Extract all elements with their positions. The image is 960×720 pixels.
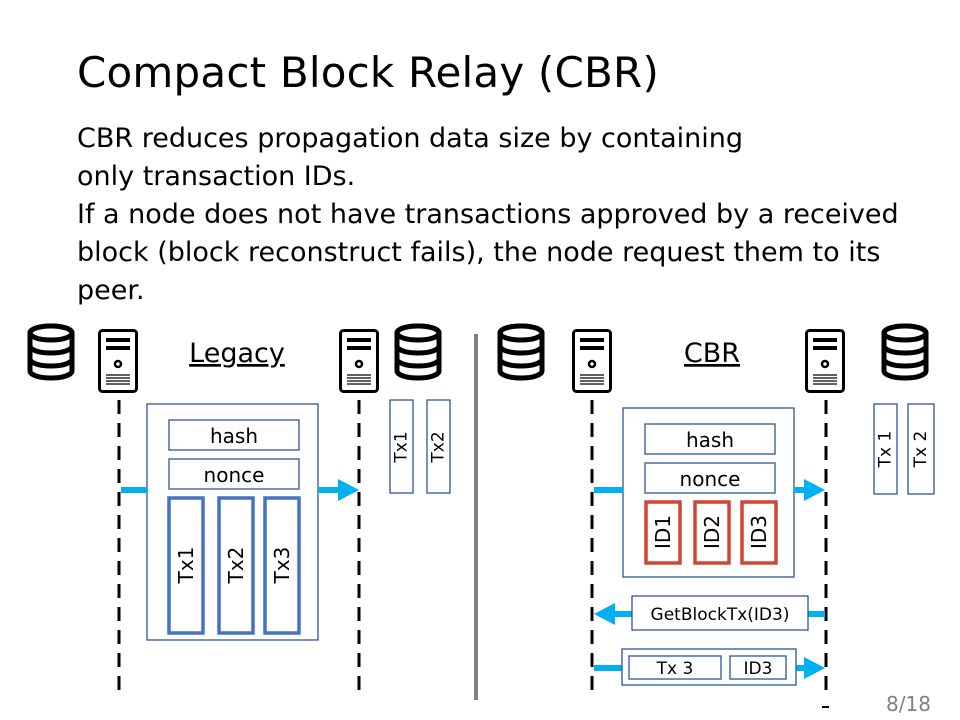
server-icon	[339, 329, 379, 393]
cbr-nonce-field	[644, 462, 776, 494]
response-id-label: ID3	[744, 659, 773, 679]
legacy-tx-label: Tx3	[270, 547, 294, 585]
slide-title: Compact Block Relay (CBR)	[77, 48, 660, 97]
legacy-hash-field	[168, 419, 300, 451]
legacy-tx-label: Tx1	[174, 547, 198, 585]
cbr-receiver-tx-label: Tx 1	[876, 431, 896, 469]
cbr-hash-field	[644, 423, 776, 455]
cbr-heading: CBR	[684, 338, 740, 369]
legacy-receiver-tx	[389, 399, 414, 494]
cbr-receiver-tx	[873, 403, 898, 495]
legacy-tx-box	[263, 496, 301, 635]
response-arrow-head	[804, 657, 825, 679]
database-icon	[30, 326, 72, 378]
server-icon	[805, 329, 845, 393]
response-id-field	[729, 655, 787, 680]
description-line: CBR reduces propagation data size by con…	[77, 123, 744, 154]
description-line: only transaction IDs.	[77, 161, 356, 192]
legacy-tx-box	[217, 496, 255, 635]
database-icon	[397, 326, 439, 378]
response-tx-field	[628, 655, 722, 680]
request-message-box	[631, 595, 809, 631]
legacy-tx-box	[167, 496, 205, 635]
legacy-receiver-tx	[426, 399, 451, 494]
request-message-label: GetBlockTx(ID3)	[651, 605, 790, 625]
cbr-hash-label: hash	[686, 428, 734, 452]
cbr-receiver-tx-label: Tx 2	[911, 431, 931, 469]
server-icon	[98, 329, 138, 393]
legacy-nonce-field	[168, 458, 300, 490]
cbr-id-label: ID3	[747, 515, 771, 549]
cbr-nonce-label: nonce	[680, 467, 741, 491]
legacy-nonce-label: nonce	[204, 463, 265, 487]
request-arrow-head	[594, 603, 615, 625]
cbr-receiver-tx	[907, 403, 935, 495]
database-icon	[884, 326, 926, 378]
legacy-hash-label: hash	[210, 424, 258, 448]
legacy-receiver-tx-label: Tx2	[429, 431, 449, 463]
legacy-receiver-tx-label: Tx1	[392, 431, 412, 463]
cbr-id-label: ID2	[700, 515, 724, 549]
cbr-id-box	[740, 500, 778, 565]
cbr-id-box	[693, 500, 731, 565]
legacy-arrow-head	[338, 479, 359, 501]
cbr-id-label: ID1	[651, 515, 675, 549]
description-line: peer.	[77, 275, 145, 306]
page-number: 8/18	[886, 692, 931, 716]
cbr-arrow-head	[804, 479, 825, 501]
legacy-tx-label: Tx2	[224, 547, 248, 585]
slide-description: CBR reduces propagation data size by con…	[77, 120, 947, 310]
cbr-id-box	[644, 500, 682, 565]
description-line: If a node does not have transactions app…	[77, 199, 899, 230]
description-line: block (block reconstruct fails), the nod…	[77, 237, 881, 268]
response-tx-label: Tx 3	[656, 659, 694, 679]
database-icon	[500, 326, 542, 378]
server-icon	[572, 329, 612, 393]
legacy-heading: Legacy	[189, 338, 285, 369]
